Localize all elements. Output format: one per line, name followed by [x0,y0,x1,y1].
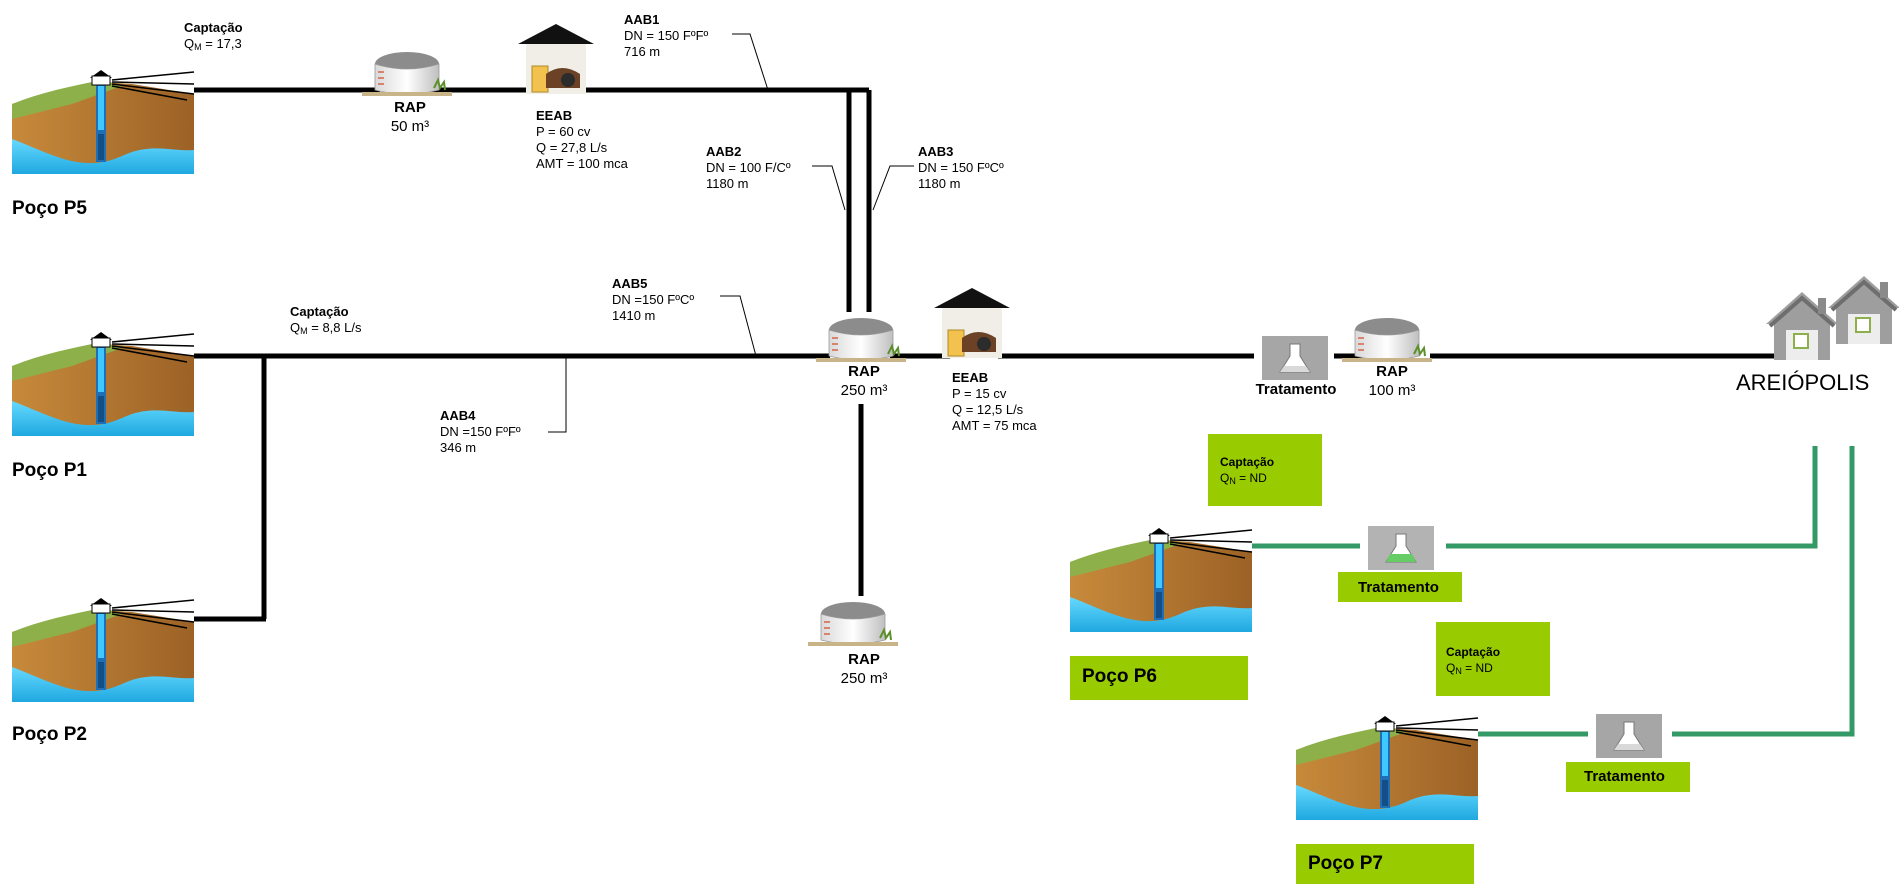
aab-length: 1410 m [612,308,656,323]
flow-value: = ND [1235,471,1267,485]
flow-subscript: N [1455,666,1462,676]
treatment-flask-icon-1 [1261,335,1329,381]
reservoir-icon-2 [814,316,908,362]
well-icon-p7 [1295,715,1479,821]
black-pipes [186,87,1778,622]
aab-dn: DN = 100 F/Cº [706,160,791,175]
captacao-label-p5: Captação QM = 17,3 [184,20,243,55]
aab-dn: DN = 150 FºFº [624,28,709,43]
aab-label-4: AAB4 DN =150 FºFº 346 m [440,408,521,456]
aab-length: 1180 m [706,176,749,191]
captacao-box-p6: Captação QN = ND [1208,434,1322,506]
well-name-box-p6: Poço P6 [1070,656,1248,700]
captacao-title: Captação [290,304,349,319]
flow-subscript: N [1229,476,1236,486]
reservoir-icon-3 [806,600,900,646]
green-pipe-tratamento-city-1 [1446,446,1818,549]
aab-length: 716 m [624,44,661,59]
captacao-label-p1: Captação QM = 8,8 L/s [290,304,361,339]
tratamento-box-2: Tratamento [1338,572,1462,602]
aab-dn: DN = 150 FºCº [918,160,1004,175]
rap-title: RAP [848,363,880,380]
aab-dn: DN =150 FºCº [612,292,695,307]
flow-subscript: M [300,326,308,336]
flow-symbol: Q [1446,661,1456,675]
aab-label-3: AAB3 DN = 150 FºCº 1180 m [918,144,1004,192]
house-icon-2 [1826,274,1899,346]
aab-label-2: AAB2 DN = 100 F/Cº 1180 m [706,144,791,192]
well-icon-p2 [11,597,195,703]
city-name: AREIÓPOLIS [1736,370,1870,395]
aab-title: AAB1 [624,12,660,27]
well-name-p6: Poço P6 [1082,666,1157,687]
rap-label-3: RAP 250 m³ [841,650,888,688]
well-name-p5: Poço P5 [12,198,87,219]
aab-length: 1180 m [918,176,961,191]
rap-volume: 100 m³ [1368,382,1416,399]
rap-title: RAP [394,99,426,116]
rap-volume: 50 m³ [390,118,430,135]
pump-station-icon-1 [517,23,595,95]
aab-title: AAB2 [706,144,742,159]
tratamento-label-2: Tratamento [1358,579,1439,596]
eeab-flow: Q = 27,8 L/s [536,140,608,155]
well-name-p7: Poço P7 [1308,853,1383,874]
eeab-label-1: EEAB P = 60 cv Q = 27,8 L/s AMT = 100 mc… [536,108,628,172]
green-pipe-tratamento-city-2 [1672,446,1855,737]
rap-label-1: RAP 50 m³ [391,98,429,136]
pump-station-icon-2 [933,287,1011,359]
treatment-flask-icon-2 [1367,525,1435,571]
tratamento-label-1: Tratamento [1255,381,1337,398]
captacao-title: Captação [1446,645,1501,659]
eeab-amt: AMT = 75 mca [952,418,1037,433]
captacao-title: Captação [184,20,243,35]
well-icon-p5 [11,69,195,175]
aab-label-5: AAB5 DN =150 FºCº 1410 m [612,276,694,324]
leader-lines [548,33,914,433]
tratamento-box-3: Tratamento [1566,762,1690,792]
aab-title: AAB3 [918,144,954,159]
captacao-label-p6: Captação QN = ND [1220,454,1274,489]
well-name-p2: Poço P2 [12,724,87,745]
reservoir-icon-1 [360,50,454,96]
flow-symbol: Q [1220,471,1230,485]
aab-label-1: AAB1 DN = 150 FºFº 716 m [624,12,708,60]
well-icon-p6 [1069,527,1253,633]
well-icon-p1 [11,331,195,437]
rap-label-2: RAP 250 m³ [841,362,888,400]
treatment-flask-icon-3 [1595,713,1663,759]
rap-title: RAP [848,651,880,668]
flow-symbol: Q [290,320,301,335]
house-icon-1 [1764,290,1840,362]
eeab-title: EEAB [952,370,989,385]
aab-title: AAB5 [612,276,648,291]
rap-title: RAP [1376,363,1408,380]
well-name-box-p7: Poço P7 [1296,844,1474,884]
well-name-p1: Poço P1 [12,460,87,481]
eeab-power: P = 15 cv [952,386,1007,401]
tratamento-label-3: Tratamento [1584,768,1665,785]
flow-value: = 17,3 [201,36,242,51]
rap-volume: 250 m³ [840,670,888,687]
green-pipes [1244,446,1855,737]
aab-length: 346 m [440,440,477,455]
eeab-amt: AMT = 100 mca [536,156,628,171]
captacao-box-p7: Captação QN = ND [1436,622,1550,696]
eeab-power: P = 60 cv [536,124,591,139]
eeab-label-2: EEAB P = 15 cv Q = 12,5 L/s AMT = 75 mca [952,370,1037,434]
rap-volume: 250 m³ [840,382,888,399]
reservoir-icon-4 [1340,316,1434,362]
flow-value: = ND [1461,661,1493,675]
eeab-title: EEAB [536,108,573,123]
rap-label-4: RAP 100 m³ [1369,362,1416,400]
flow-value: = 8,8 L/s [307,320,362,335]
eeab-flow: Q = 12,5 L/s [952,402,1024,417]
aab-dn: DN =150 FºFº [440,424,521,439]
flow-symbol: Q [184,36,195,51]
captacao-label-p7: Captação QN = ND [1446,644,1500,679]
aab-title: AAB4 [440,408,476,423]
flow-subscript: M [194,42,202,52]
captacao-title: Captação [1220,455,1275,469]
